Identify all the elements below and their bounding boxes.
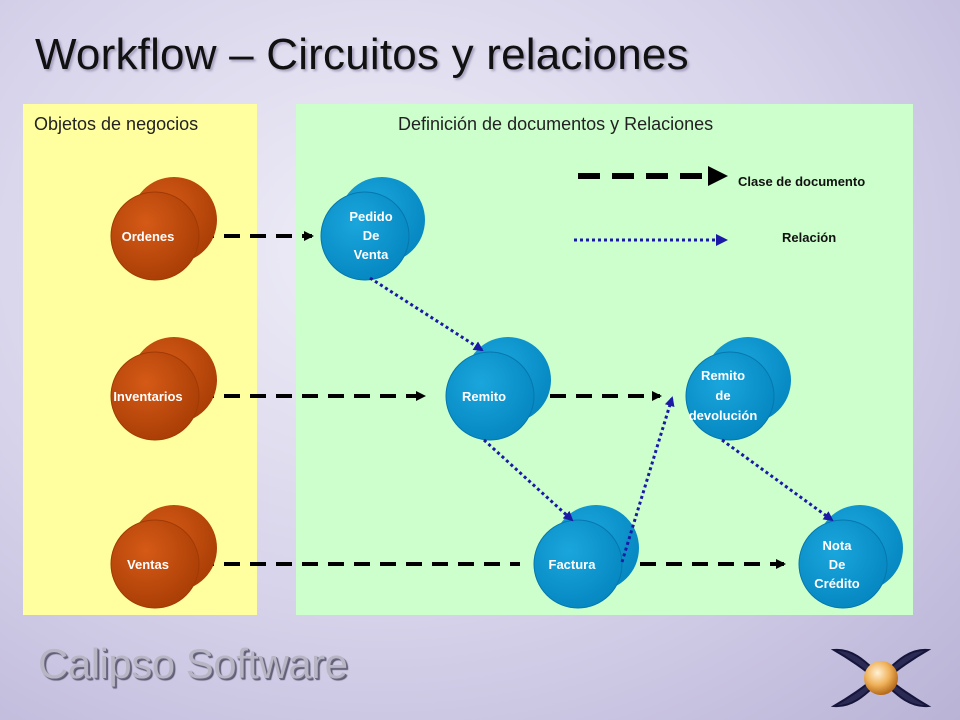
document-label-line: De [829, 557, 846, 572]
document-definitions-heading: Definición de documentos y Relaciones [398, 114, 714, 134]
document-label-line: Nota [823, 538, 853, 553]
document-label-line: Factura [549, 557, 597, 572]
legend-document-class-arrow-icon [708, 166, 728, 186]
relation-pedido-remito [369, 276, 484, 352]
business-object-label: Ordenes [122, 229, 175, 244]
legend: Clase de documento Relación [574, 166, 865, 246]
business-object-inventarios: Inventarios [110, 337, 217, 441]
document-pedido-de-venta: Pedido De Venta [320, 177, 425, 281]
brand-logo-text: Calipso Software [38, 640, 348, 687]
document-label-line: devolución [689, 408, 758, 423]
document-remito-de-devolucion: Remito de devolución [685, 337, 791, 441]
relation-remito-factura [482, 438, 574, 522]
business-object-label: Inventarios [113, 389, 182, 404]
business-object-ventas: Ventas [110, 505, 217, 609]
calipso-logo-icon [830, 648, 932, 708]
document-nota-de-credito: Nota De Crédito [798, 505, 903, 609]
relation-connectors [369, 276, 834, 563]
document-label-line: Remito [462, 389, 506, 404]
document-label-line: Crédito [814, 576, 860, 591]
slide-title: Workflow – Circuitos y relaciones [35, 30, 689, 79]
document-label-line: Pedido [349, 209, 392, 224]
document-label-line: De [363, 228, 380, 243]
document-class-connectors [198, 231, 786, 569]
relation-devolucion-nota [721, 438, 834, 522]
document-label-line: Remito [701, 368, 745, 383]
document-remito: Remito [445, 337, 551, 441]
document-label-line: Venta [354, 247, 389, 262]
business-object-ordenes: Ordenes [110, 177, 217, 281]
legend-relation-arrow-icon [716, 234, 728, 246]
business-object-label: Ventas [127, 557, 169, 572]
relation-factura-devolucion [620, 396, 675, 563]
legend-relation-label: Relación [782, 230, 836, 245]
document-label-line: de [715, 388, 730, 403]
business-objects-heading: Objetos de negocios [34, 114, 199, 134]
legend-document-class-label: Clase de documento [738, 174, 865, 189]
document-factura: Factura [533, 505, 639, 609]
